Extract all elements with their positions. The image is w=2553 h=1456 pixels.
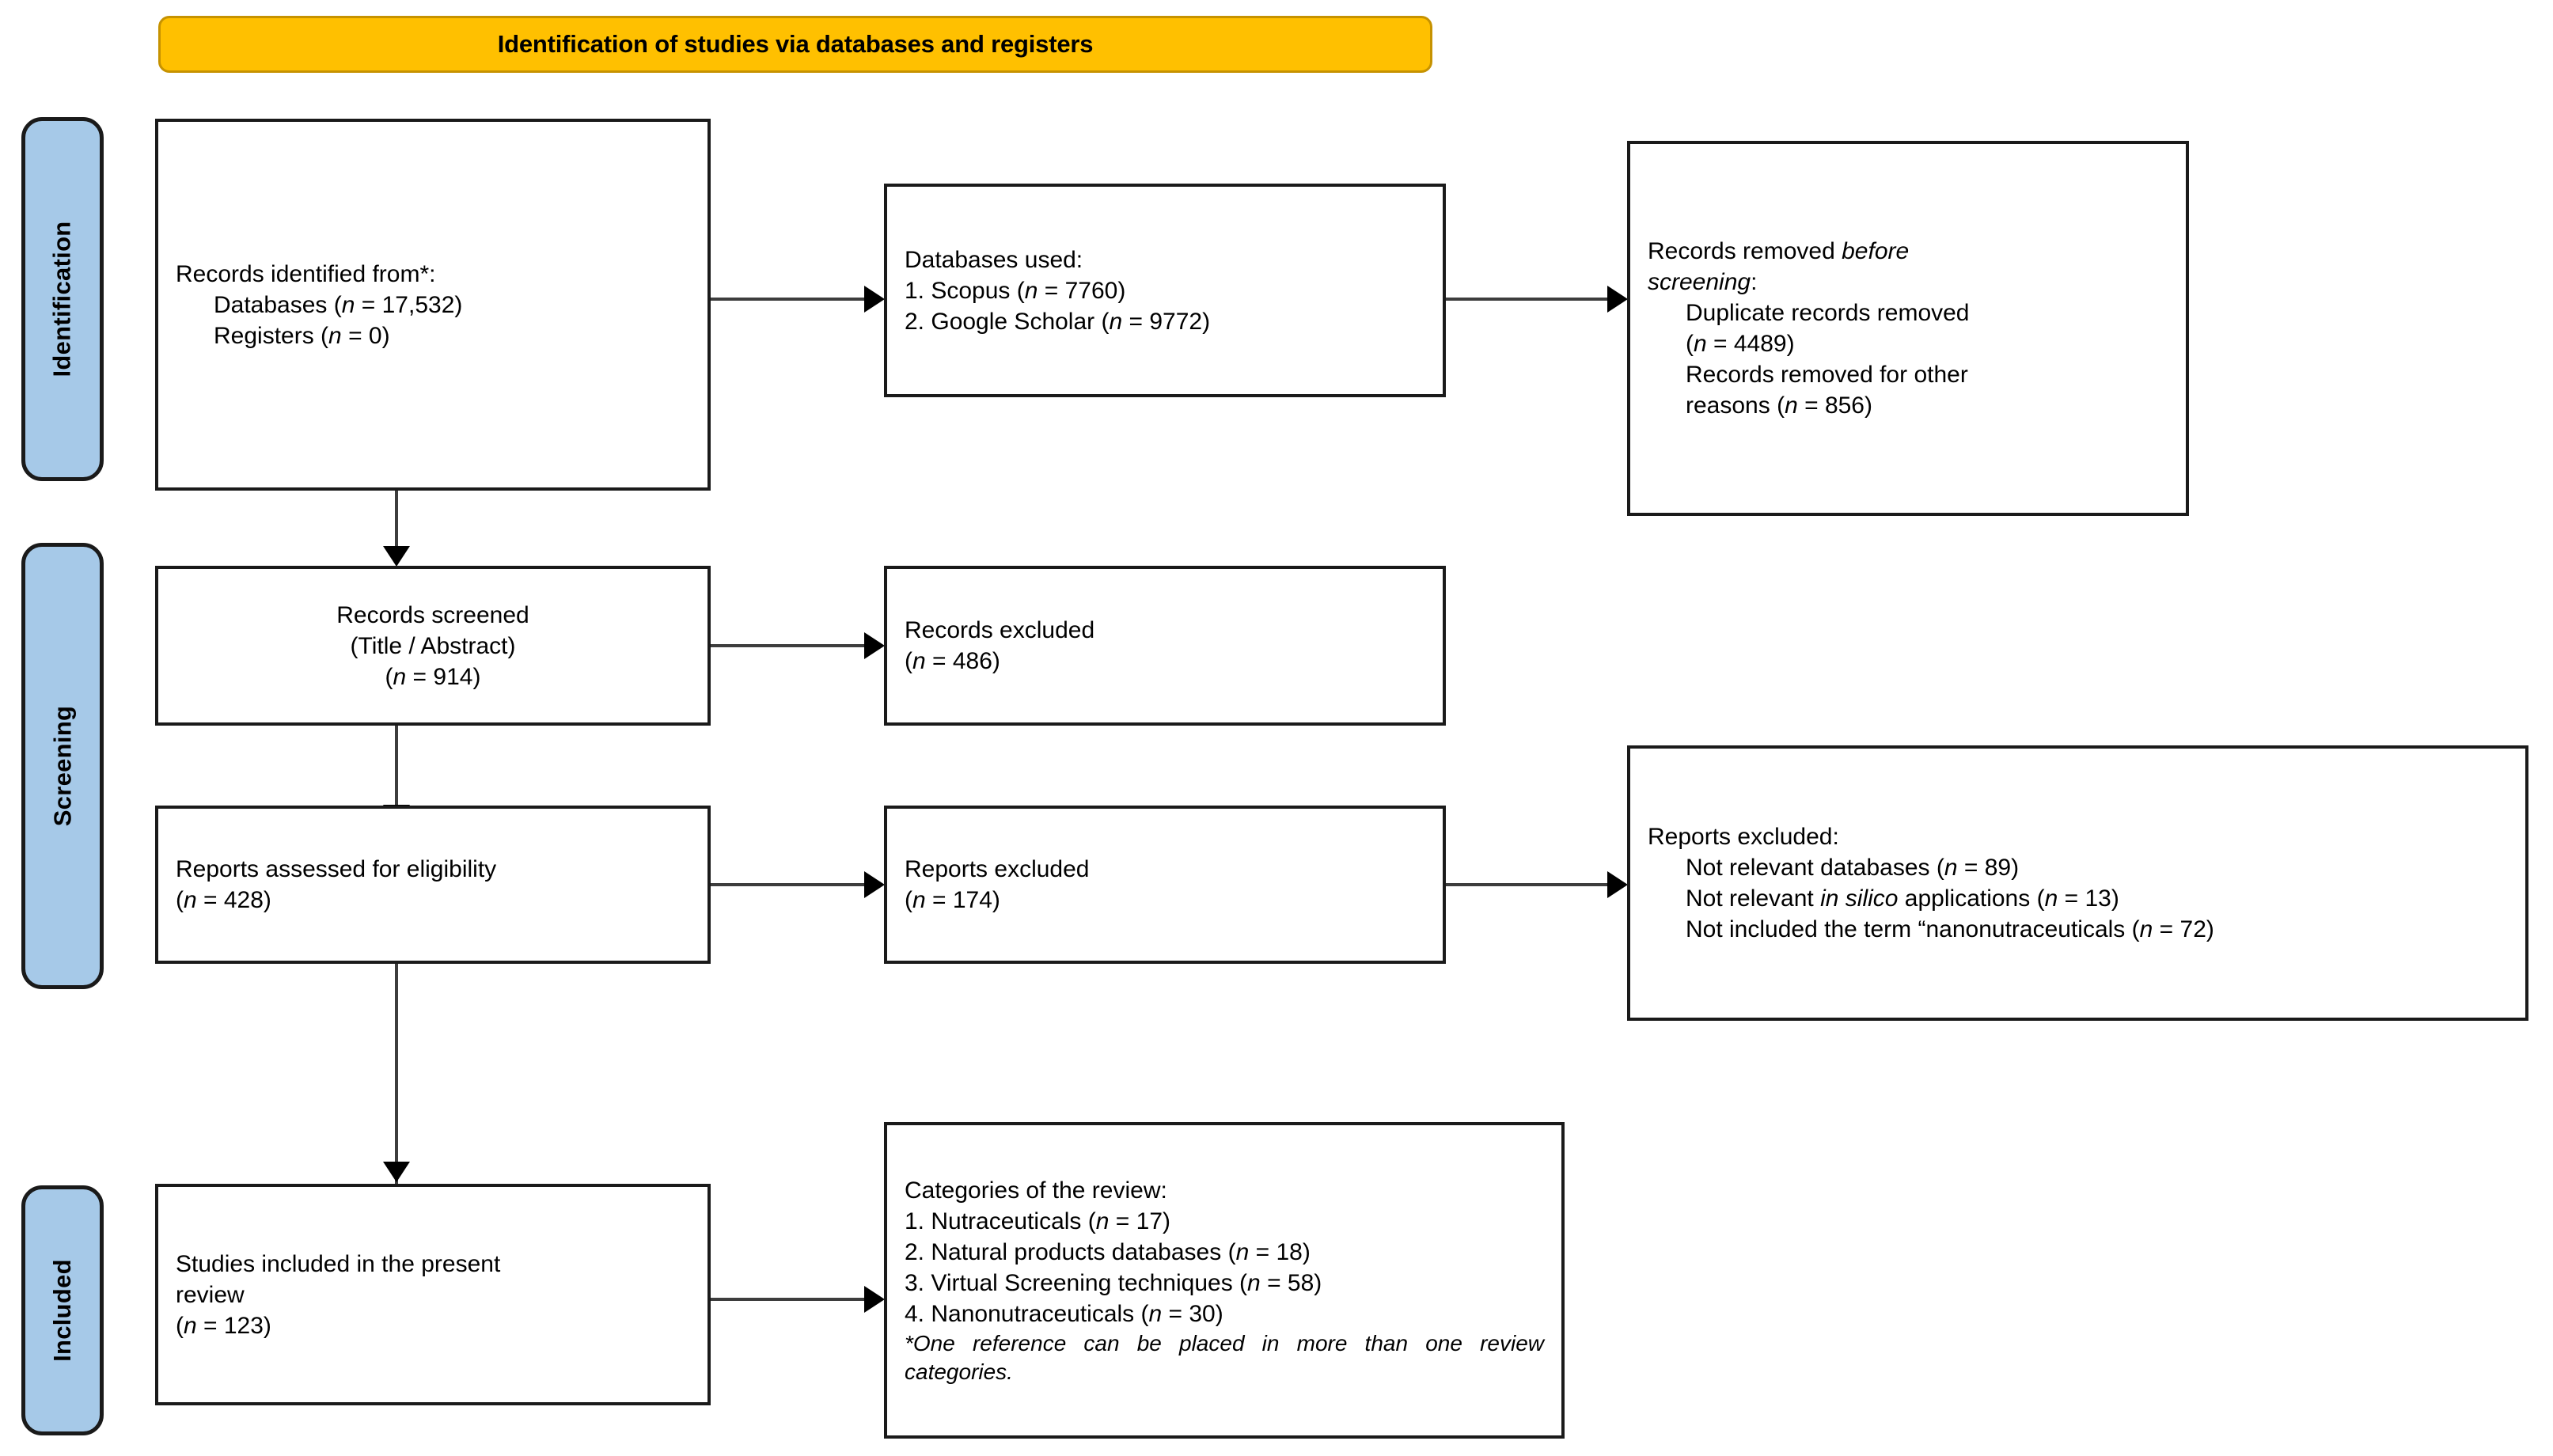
banner-title: Identification of studies via databases … [497,30,1094,58]
connector-assessed-to-included [395,964,398,1185]
records-identified-title: Records identified from*: [176,260,436,287]
records-screened-title: Records screened [336,601,529,628]
reports-assessed-count: (n = 428) [176,887,271,913]
arrow-databases-to-removed [1607,286,1628,313]
category-nutraceuticals: 1. Nutraceuticals (n = 17) [905,1208,1171,1234]
reports-excluded-not-relevant-in-silico: Not relevant in silico applications (n =… [1686,885,2119,912]
categories-footnote: *One reference can be placed in more tha… [905,1330,1544,1384]
records-identified-databases: Databases (n = 17,532) [214,291,463,318]
connector-identified-to-screened [395,491,398,552]
connector-screened-to-assessed [395,726,398,811]
records-screened-count: (n = 914) [385,663,481,690]
arrow-identified-to-screened [383,546,410,567]
reports-excluded-term-not-included: Not included the term “nanonutraceutical… [1686,916,2214,942]
stage-label-screening-text: Screening [48,705,76,827]
arrow-assessed-to-included [383,1162,410,1182]
stage-label-included-text: Included [48,1259,77,1362]
arrow-screened-to-excluded [864,632,885,659]
stage-label-identification: Identification [21,117,104,481]
connector-excluded-to-detail [1446,883,1609,886]
box-studies-included: Studies included in the present review (… [155,1184,711,1405]
category-virtual-screening: 3. Virtual Screening techniques (n = 58) [905,1269,1322,1296]
box-databases-used: Databases used: 1. Scopus (n = 7760) 2. … [884,184,1446,397]
records-removed-line1: Records removed before [1648,238,1910,264]
stage-label-identification-text: Identification [48,221,76,377]
records-identified-registers: Registers (n = 0) [214,322,390,349]
reports-excluded-not-relevant-databases: Not relevant databases (n = 89) [1686,855,2020,881]
box-records-removed-before-screening: Records removed before screening: Duplic… [1627,141,2189,516]
studies-included-line1: Studies included in the present [176,1250,501,1277]
records-removed-other-n: reasons (n = 856) [1686,392,1872,419]
connector-databases-to-removed [1446,298,1609,301]
box-records-screened: Records screened (Title / Abstract) (n =… [155,566,711,726]
studies-included-count: (n = 123) [176,1312,271,1339]
records-removed-duplicates: Duplicate records removed [1686,300,1970,326]
box-records-identified: Records identified from*: Databases (n =… [155,119,711,491]
connector-identified-to-databases [711,298,866,301]
stage-label-included: Included [21,1185,104,1435]
connector-included-to-categories [711,1298,866,1301]
connector-assessed-to-excluded [711,883,866,886]
records-removed-line2: screening: [1648,269,1758,295]
category-nanonutraceuticals: 4. Nanonutraceuticals (n = 30) [905,1300,1223,1327]
databases-used-google-scholar: 2. Google Scholar (n = 9772) [905,308,1211,335]
records-screened-subtitle: (Title / Abstract) [350,632,516,659]
connector-screened-to-excluded [711,644,866,647]
records-excluded-count: (n = 486) [905,648,1000,674]
arrow-identified-to-databases [864,286,885,313]
box-reports-excluded-short: Reports excluded (n = 174) [884,806,1446,964]
category-natural-products-databases: 2. Natural products databases (n = 18) [905,1238,1311,1265]
reports-excluded-title: Reports excluded [905,856,1090,882]
reports-excluded-count: (n = 174) [905,887,1000,913]
box-categories-of-review: Categories of the review: 1. Nutraceutic… [884,1122,1565,1439]
arrow-included-to-categories [864,1286,885,1313]
records-excluded-title: Records excluded [905,617,1095,643]
reports-excluded-detail-title: Reports excluded: [1648,824,1839,850]
arrow-excluded-to-detail [1607,871,1628,898]
banner-identification-header: Identification of studies via databases … [158,16,1432,73]
databases-used-scopus: 1. Scopus (n = 7760) [905,277,1126,304]
box-reports-excluded-detail: Reports excluded: Not relevant databases… [1627,745,2528,1021]
records-removed-other: Records removed for other [1686,362,1968,388]
categories-title: Categories of the review: [905,1177,1167,1204]
studies-included-line2: review [176,1281,245,1308]
arrow-assessed-to-excluded [864,871,885,898]
stage-label-screening: Screening [21,543,104,989]
records-removed-duplicates-n: (n = 4489) [1686,331,1795,357]
databases-used-title: Databases used: [905,246,1083,273]
box-records-excluded: Records excluded (n = 486) [884,566,1446,726]
box-reports-assessed: Reports assessed for eligibility (n = 42… [155,806,711,964]
reports-assessed-title: Reports assessed for eligibility [176,856,497,882]
